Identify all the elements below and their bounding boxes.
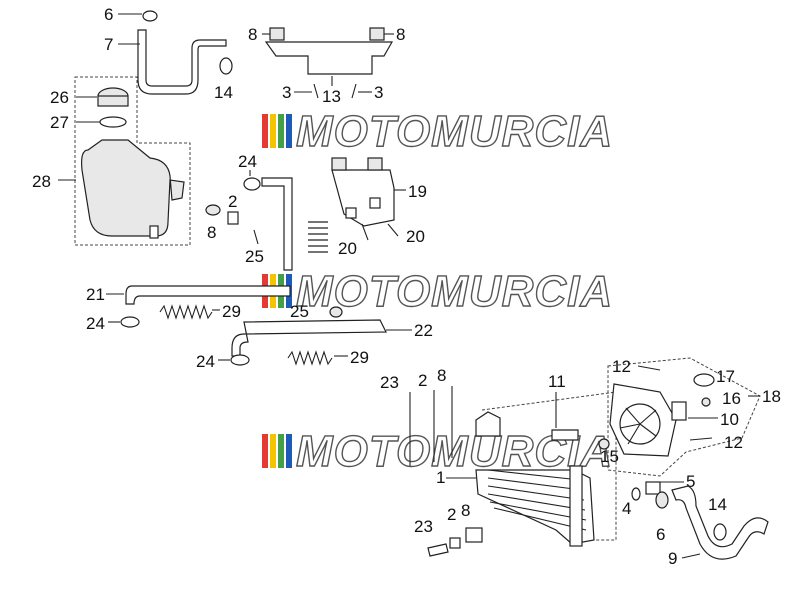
callout-16: 16 (722, 389, 741, 408)
callout-11: 11 (548, 372, 566, 391)
hose-21 (125, 285, 291, 305)
callout-12: 12 (612, 357, 631, 376)
callout-21: 21 (86, 285, 105, 304)
callout-20: 20 (406, 227, 425, 246)
callout-8: 8 (248, 25, 257, 44)
callout-19: 19 (408, 182, 427, 201)
callout-10: 10 (720, 410, 739, 429)
callout-23: 23 (414, 517, 433, 536)
callout-27: 27 (50, 113, 69, 132)
bracket-13 (264, 27, 394, 99)
callout-17: 17 (716, 367, 735, 386)
watermark-text: MOTOMURCIA (296, 107, 613, 156)
spring (308, 221, 328, 253)
callout-5: 5 (686, 472, 695, 491)
callout-24: 24 (238, 152, 257, 171)
callout-4: 4 (622, 499, 631, 518)
callout-29: 29 (222, 302, 241, 321)
hose-9 (671, 485, 769, 560)
callout-6: 6 (656, 525, 665, 544)
callout-2: 2 (447, 505, 456, 524)
callout-2: 2 (418, 371, 427, 390)
callout-28: 28 (32, 172, 51, 191)
callout-15: 15 (600, 447, 619, 466)
callout-25: 25 (245, 247, 264, 266)
drain-bolt (427, 527, 483, 557)
tank-group-frame (74, 76, 191, 246)
callout-9: 9 (668, 549, 677, 568)
watermark-text: MOTOMURCIA (296, 267, 613, 316)
callout-13: 13 (322, 87, 341, 106)
callout-24: 24 (196, 352, 215, 371)
callout-1: 1 (436, 468, 445, 487)
callout-12: 12 (724, 433, 743, 452)
hose-7 (137, 10, 233, 95)
spring-29 (159, 304, 213, 320)
callout-26: 26 (50, 88, 69, 107)
clamp (120, 316, 140, 328)
callout-8: 8 (396, 25, 405, 44)
watermark-stripes (262, 114, 292, 148)
watermark-3: MOTOMURCIA (262, 426, 613, 477)
callout-2: 2 (228, 192, 237, 211)
callout-29: 29 (350, 348, 369, 367)
fan-10 (609, 383, 687, 457)
watermark-1: MOTOMURCIA (262, 106, 613, 157)
callout-20: 20 (338, 239, 357, 258)
callout-14: 14 (708, 495, 727, 514)
callout-3: 3 (282, 83, 291, 102)
callout-8: 8 (437, 366, 446, 385)
callout-3: 3 (374, 83, 383, 102)
watermark-text: MOTOMURCIA (296, 427, 613, 476)
radiator (475, 411, 595, 547)
callout-7: 7 (104, 35, 113, 54)
clamp (230, 354, 250, 366)
watermark-stripes (262, 434, 292, 468)
callout-22: 22 (414, 321, 433, 340)
callout-24: 24 (86, 314, 105, 333)
callout-6: 6 (104, 5, 113, 24)
outlet-5 (645, 481, 661, 495)
watermark-2: MOTOMURCIA (262, 266, 613, 317)
callout-8: 8 (461, 501, 470, 520)
callout-18: 18 (762, 387, 781, 406)
bracket-11 (551, 429, 579, 441)
callout-14: 14 (214, 83, 233, 102)
hose-vertical (205, 177, 293, 271)
fan-group-frame (607, 357, 761, 477)
callout-23: 23 (380, 373, 399, 392)
spring-29 (287, 350, 333, 366)
radiator-frame (481, 391, 617, 541)
expansion-tank (81, 87, 185, 239)
bracket-19 (331, 157, 399, 241)
hose-22 (231, 319, 387, 357)
callout-25: 25 (290, 302, 309, 321)
callout-8: 8 (207, 223, 216, 242)
